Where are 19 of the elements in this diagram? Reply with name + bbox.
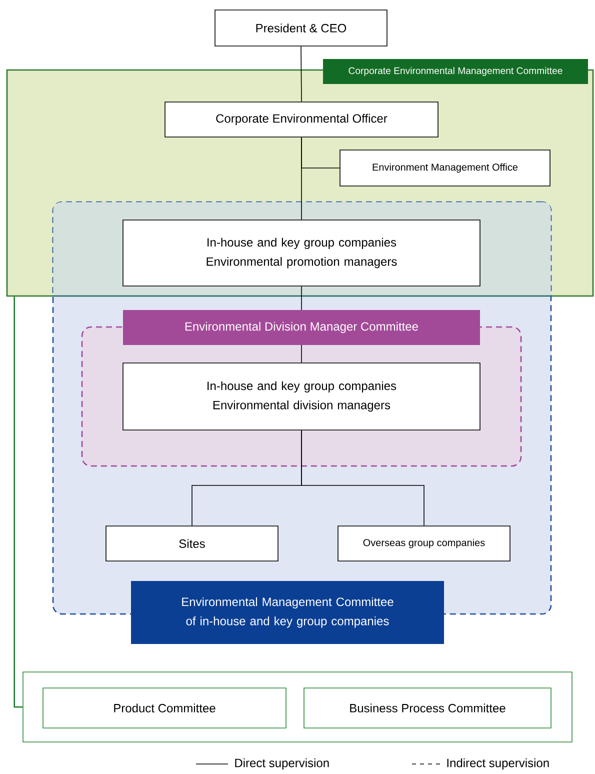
org-box: President & CEO: [214, 10, 388, 46]
committee-label: Corporate Environmental Management Committee: [323, 59, 588, 84]
committee-box: Business Process Committee: [304, 688, 552, 728]
org-box: Overseas group companies: [338, 526, 510, 562]
org-box: Environment Management Office: [340, 150, 550, 186]
org-box: In-house and key group companies Environmental division managers: [122, 362, 480, 430]
org-box: In-house and key group companies Environmental promotion managers: [122, 220, 480, 286]
committee-label: Environmental Management Committee of in-house and key group companies: [131, 581, 444, 644]
legend-label: Direct supervision: [235, 758, 329, 770]
connector-line: [301, 430, 424, 526]
connector-line: [300, 46, 302, 102]
connector-line: [301, 137, 302, 220]
connector-line: [14, 296, 23, 708]
group-frame: [22, 672, 572, 742]
legend-label: Indirect supervision: [447, 758, 549, 770]
org-box: Sites: [106, 526, 278, 562]
committee-label: Environmental Division Manager Committee: [123, 310, 480, 345]
committee-box: Product Committee: [42, 688, 286, 728]
org-box: Corporate Environmental Officer: [164, 102, 438, 138]
